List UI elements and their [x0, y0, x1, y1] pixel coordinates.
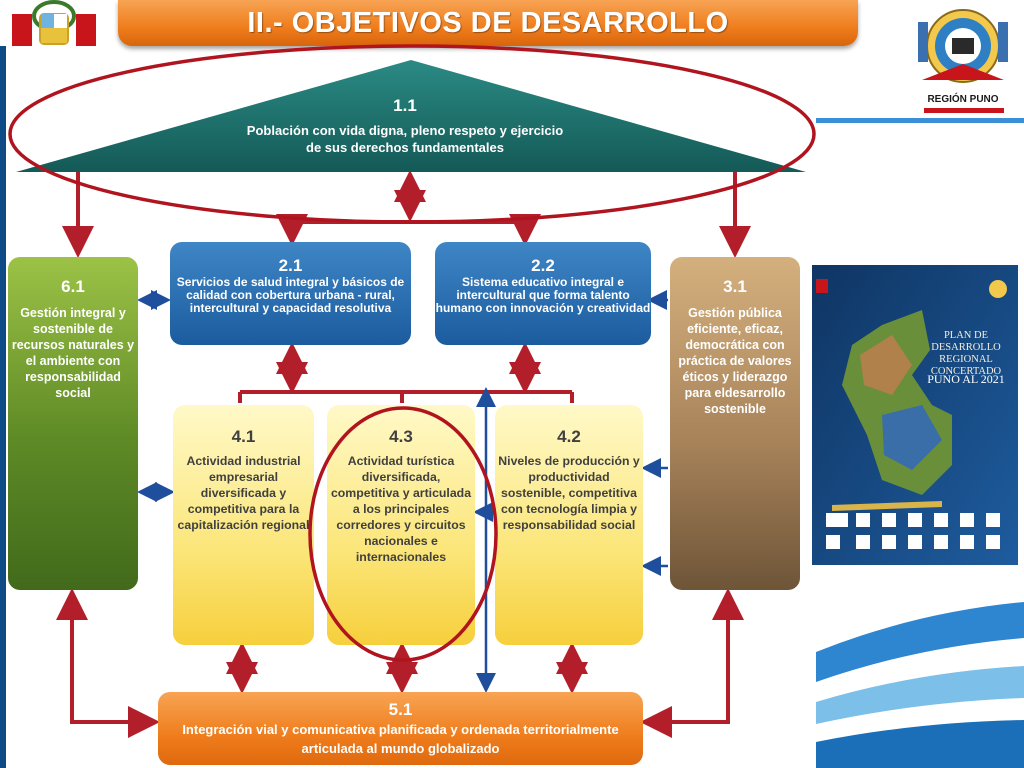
arrow-6-1-to-5-1 — [56, 588, 160, 738]
objective-5-1-number: 5.1 — [388, 700, 413, 719]
arrow-3-1-to-5-1 — [640, 588, 744, 738]
objective-4-3-number: 4.3 — [389, 427, 413, 446]
decorative-waves — [816, 602, 1024, 768]
objective-6-1-text: Gestión integral y sostenible de recurso… — [11, 306, 135, 400]
left-edge-bar — [0, 46, 6, 768]
objective-4-2-text: Niveles de producción y productividad so… — [498, 454, 640, 532]
objective-1-1: 1.1 Población con vida digna, pleno resp… — [240, 96, 570, 156]
cover-title: PLAN DE DESARROLLO REGIONAL CONCERTADO — [930, 330, 1002, 377]
highlight-ellipse-4-3 — [308, 406, 498, 662]
objective-5-1-text: Integración vial y comunicativa planific… — [182, 722, 619, 756]
highlight-ellipse-1-1 — [8, 44, 816, 224]
objective-2-2: 2.2 Sistema educativo integral e intercu… — [435, 242, 651, 345]
objective-2-2-text: Sistema educativo integral e intercultur… — [435, 275, 651, 315]
logo-stripe — [924, 108, 1004, 113]
objective-6-1-number: 6.1 — [61, 277, 85, 296]
objective-4-3: 4.3 Actividad turística diversificada, c… — [327, 405, 475, 645]
objective-1-1-shape — [16, 60, 806, 172]
peru-crest-icon — [12, 0, 96, 46]
objective-5-1: 5.1 Integración vial y comunicativa plan… — [158, 692, 643, 765]
logo-label: REGIÓN PUNO — [927, 94, 999, 105]
region-puno-logo-icon — [918, 9, 1008, 83]
objective-4-3-text: Actividad turística diversificada, compe… — [330, 454, 472, 564]
objective-3-1-text: Gestión pública eficiente, eficaz, democ… — [678, 306, 792, 416]
objective-3-1: 3.1 Gestión pública eficiente, eficaz, d… — [670, 257, 800, 590]
objective-4-1-text: Actividad industrial empresarial diversi… — [177, 454, 310, 532]
objective-4-1: 4.1 Actividad industrial empresarial div… — [173, 405, 314, 645]
objective-1-1-text: Población con vida digna, pleno respeto … — [246, 123, 564, 155]
objective-2-2-number: 2.2 — [531, 256, 555, 275]
plan-cover-image — [812, 265, 1018, 565]
objective-3-1-number: 3.1 — [723, 277, 747, 296]
objective-4-2: 4.2 Niveles de producción y productivida… — [495, 405, 643, 645]
objective-6-1: 6.1 Gestión integral y sostenible de rec… — [8, 257, 138, 590]
page-title: II.- OBJETIVOS DE DESARROLLO — [118, 0, 858, 46]
objective-1-1-number: 1.1 — [393, 96, 417, 115]
objective-2-1-number: 2.1 — [278, 256, 303, 275]
objective-4-2-number: 4.2 — [557, 427, 581, 446]
objective-2-1: 2.1 Servicios de salud integral y básico… — [170, 242, 411, 345]
objective-2-1-text: Servicios de salud integral y básicos de… — [176, 275, 405, 315]
right-divider — [816, 118, 1024, 123]
cover-subtitle: PUNO AL 2021 — [927, 372, 1005, 386]
objective-4-1-number: 4.1 — [231, 427, 256, 446]
